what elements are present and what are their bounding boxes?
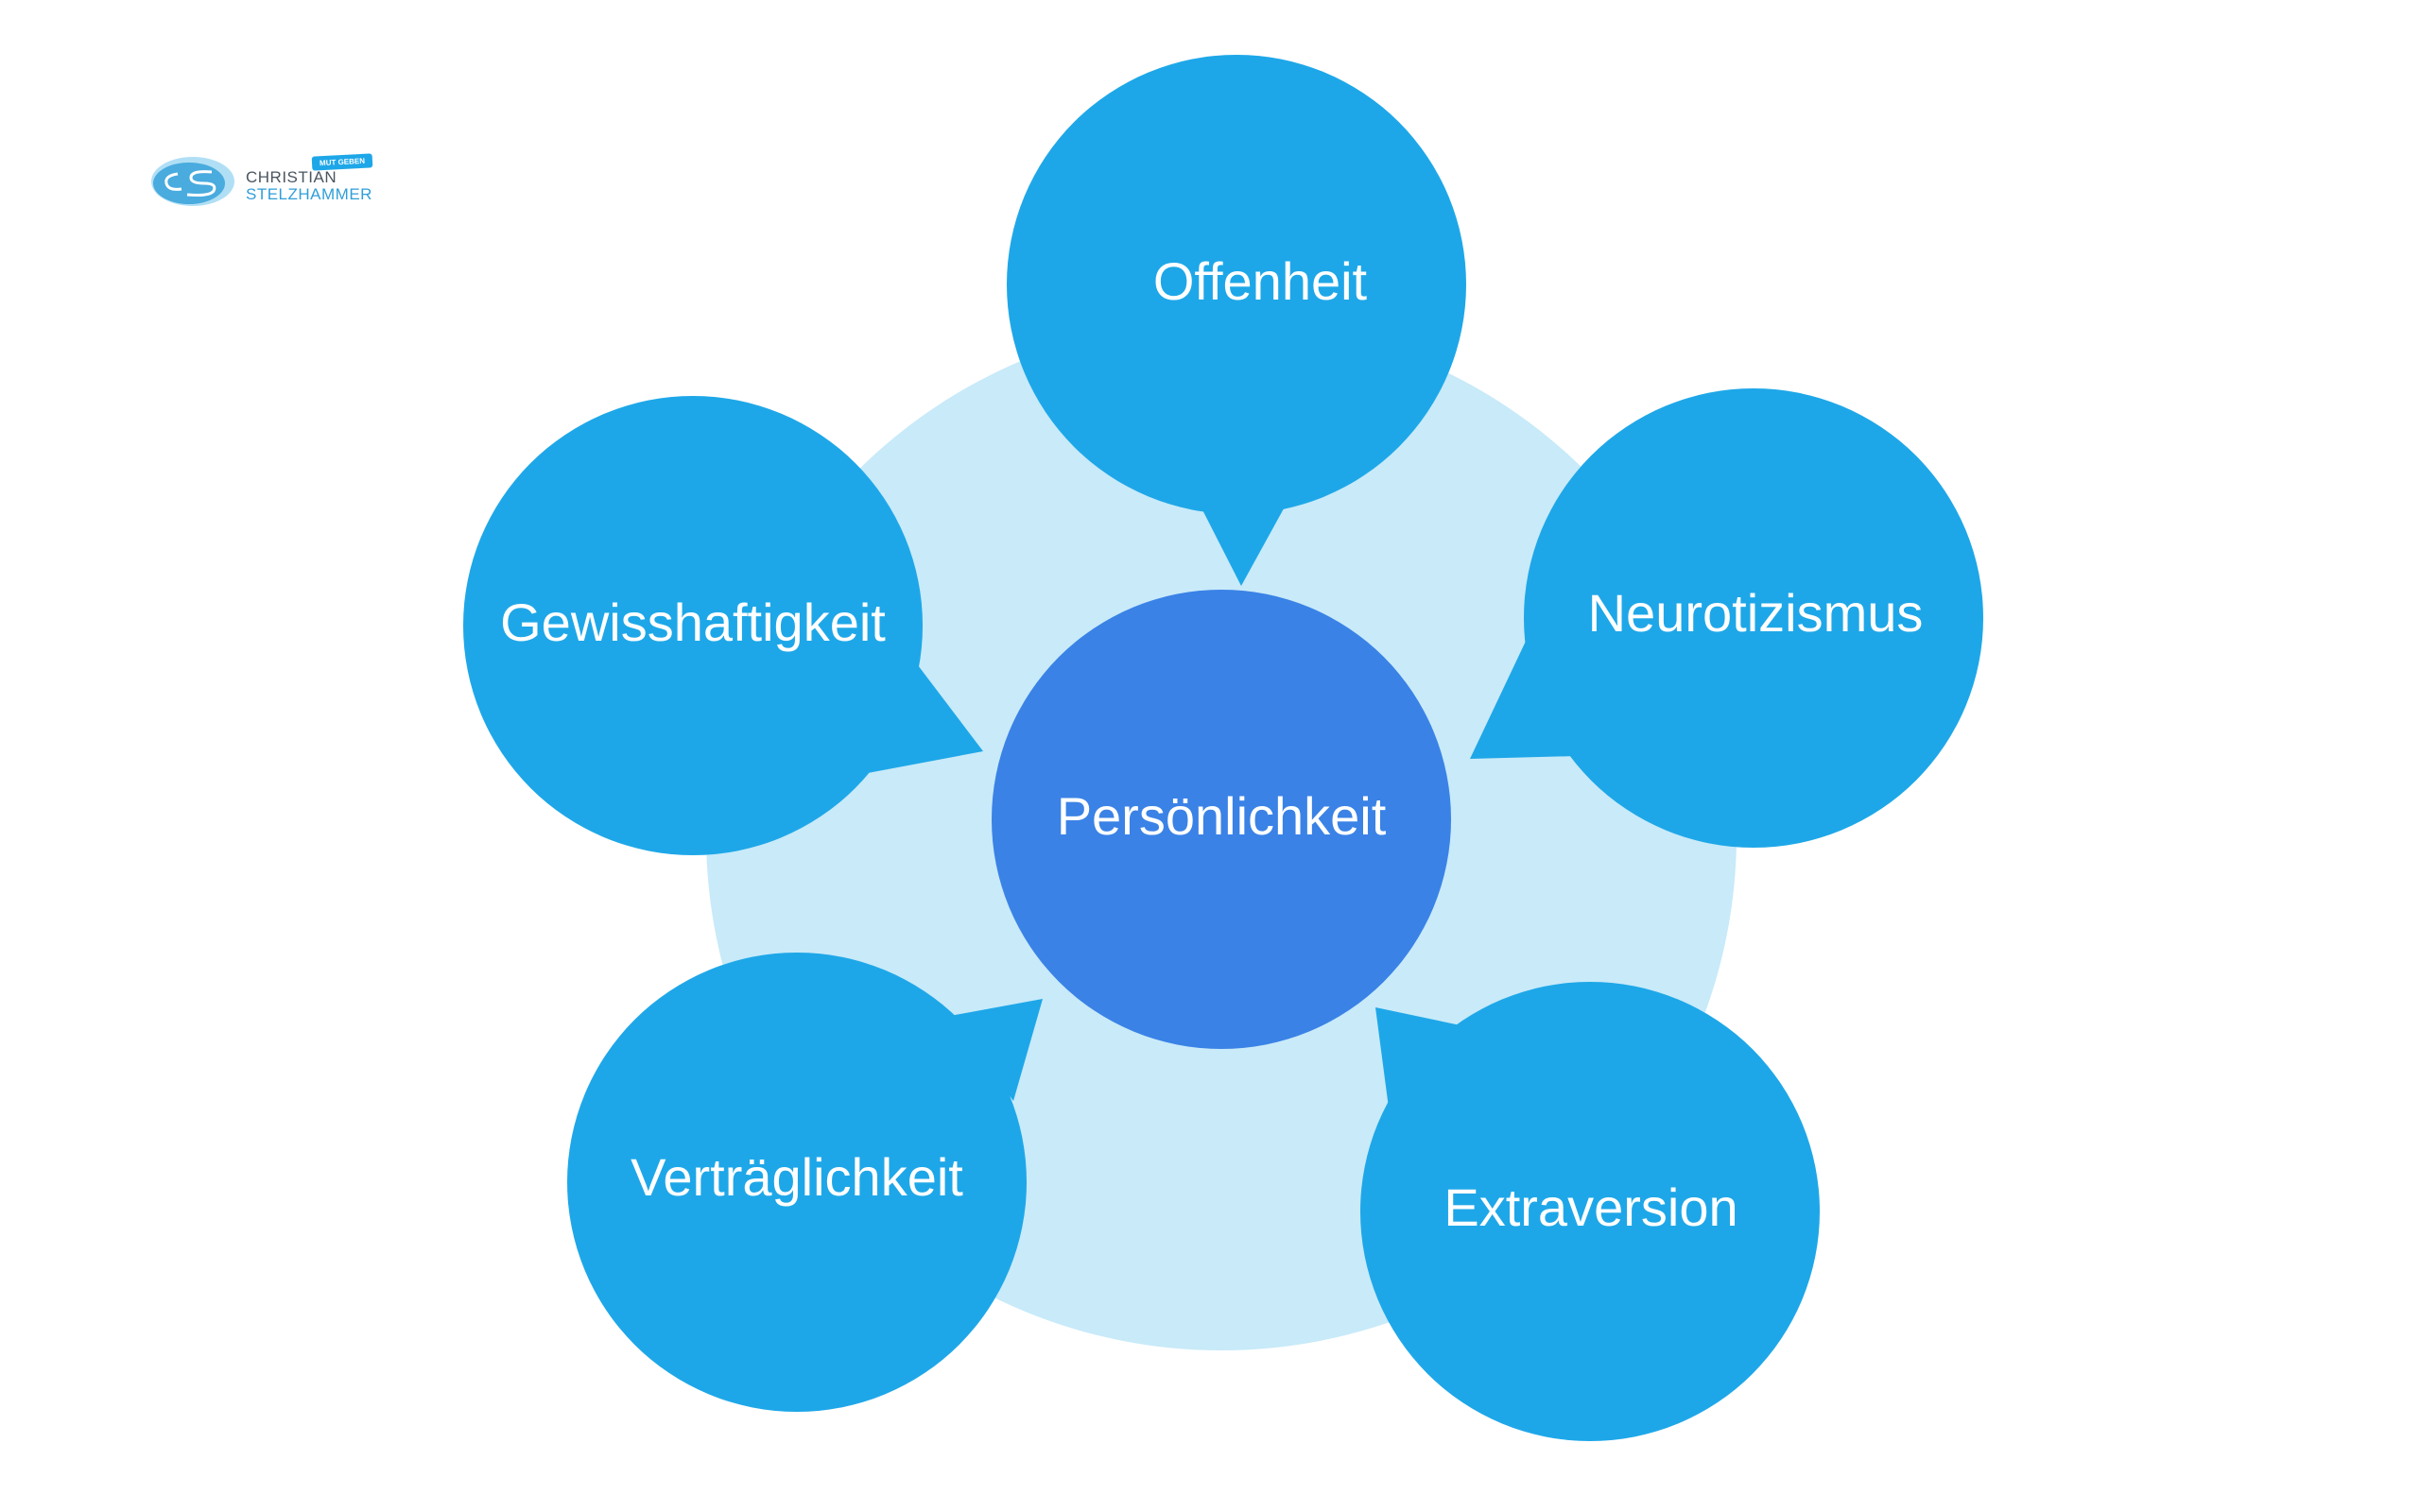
bubble-tail (1193, 491, 1293, 586)
trait-label: Verträglichkeit (631, 1147, 963, 1207)
trait-bubble-offenheit: Offenheit (1007, 55, 1466, 586)
bubble-tail (1470, 633, 1577, 759)
logo-last-name: STELZHAMMER (246, 185, 372, 203)
trait-bubble-vertraeglichkeit: Verträglichkeit (567, 953, 1043, 1412)
bubble-tail (1375, 1007, 1461, 1115)
logo-first-name: CHRISTIAN (246, 168, 337, 186)
logo-cs-mark-icon (151, 157, 234, 206)
trait-label: Extraversion (1443, 1177, 1737, 1237)
trait-label: Gewisshaftigkeit (500, 593, 886, 652)
bubble-tail (950, 999, 1043, 1101)
trait-bubble-neurotizismus: Neurotizismus (1470, 388, 1983, 848)
center-label: Persönlichkeit (1057, 786, 1387, 846)
trait-bubble-extraversion: Extraversion (1360, 982, 1820, 1441)
trait-label: Offenheit (1153, 251, 1368, 311)
trait-bubble-gewisshaftigkeit: Gewisshaftigkeit (463, 396, 983, 855)
center-node-persoenlichkeit: Persönlichkeit (992, 590, 1451, 1049)
brand-logo: MUT GEBEN CHRISTIAN STELZHAMMER (149, 149, 386, 215)
bubble-tail (868, 662, 983, 773)
trait-label: Neurotizismus (1588, 583, 1924, 643)
